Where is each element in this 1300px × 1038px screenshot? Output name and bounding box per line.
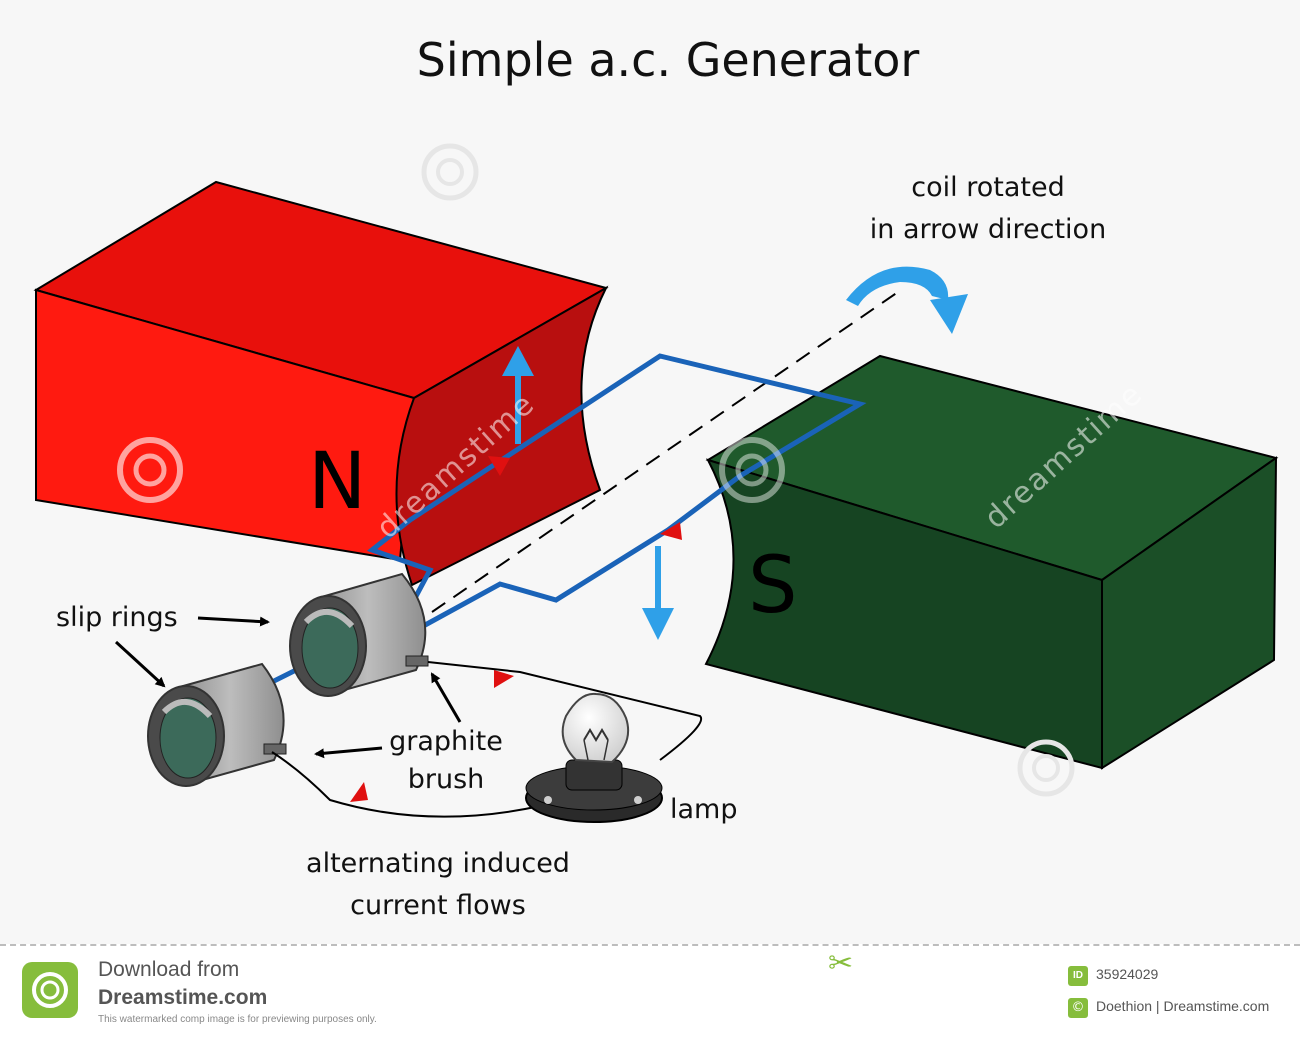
dreamstime-logo-icon	[22, 962, 78, 1018]
slip-ring-back	[289, 572, 427, 697]
north-pole-letter: N	[308, 437, 366, 527]
ac-generator-diagram: Simple a.c. Generator N S	[33, 33, 1279, 921]
north-magnet: N	[33, 180, 609, 587]
lamp-label: lamp	[670, 794, 738, 825]
watermark-swirl-icon	[719, 437, 785, 503]
scissors-icon: ✂	[828, 946, 854, 981]
stock-footer: Download from Dreamstime.com This waterm…	[0, 944, 1300, 1038]
slip-rings-pointer-right-icon	[197, 616, 270, 627]
lamp-icon	[525, 692, 663, 823]
copyright-icon: ©	[1068, 998, 1088, 1018]
watermark-swirl-icon	[421, 143, 479, 201]
current-label-2: current flows	[350, 890, 526, 921]
south-magnet: S	[704, 354, 1279, 770]
credit-text: Doethion | Dreamstime.com	[1096, 998, 1270, 1014]
watermark-swirl-icon	[117, 437, 183, 503]
current-arrow-circuit-bottom	[350, 782, 368, 802]
preview-note: This watermarked comp image is for previ…	[98, 1014, 377, 1025]
download-from-text: Download from	[98, 958, 240, 981]
id-badge: ID	[1068, 966, 1088, 986]
graphite-label-1: graphite	[389, 726, 503, 757]
rotation-arrow-icon	[846, 266, 968, 334]
motion-arrow-up	[502, 346, 534, 444]
diagram-title: Simple a.c. Generator	[417, 33, 920, 87]
current-arrow-coil-south	[660, 522, 682, 540]
north-magnet-pole-face	[395, 285, 609, 587]
current-arrow-coil-north	[488, 456, 510, 476]
motion-arrow-down	[642, 546, 674, 640]
slip-rings-pointer-down-icon	[114, 640, 166, 688]
graphite-pointer-up-icon	[430, 672, 462, 723]
circuit-wire	[271, 661, 703, 818]
graphite-brush-back	[405, 655, 429, 667]
image-id: 35924029	[1096, 966, 1159, 982]
coil-rotation-label-1: coil rotated	[911, 172, 1064, 203]
coil-rotation-label-2: in arrow direction	[870, 214, 1106, 245]
slip-ring-front	[147, 662, 285, 787]
current-arrow-circuit-top	[494, 670, 514, 688]
south-pole-letter: S	[748, 541, 798, 631]
rotation-axis	[431, 291, 899, 613]
slip-rings-label: slip rings	[56, 602, 178, 633]
south-magnet-side	[1101, 456, 1278, 770]
graphite-pointer-left-icon	[314, 746, 383, 759]
current-label-1: alternating induced	[306, 848, 570, 879]
brand-link[interactable]: Dreamstime.com	[98, 986, 268, 1009]
watermark-swirl-icon	[1017, 739, 1075, 797]
graphite-brush-front	[263, 743, 287, 755]
graphite-label-2: brush	[408, 764, 485, 795]
